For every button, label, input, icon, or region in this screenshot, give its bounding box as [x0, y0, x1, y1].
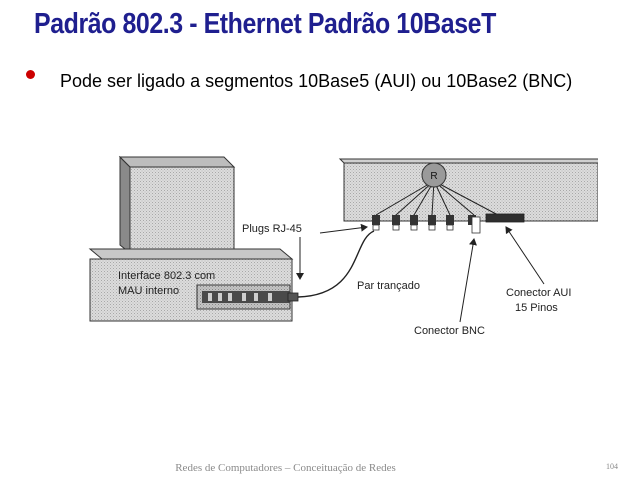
bnc-connector-label: Conector BNC — [414, 325, 485, 337]
computer-illustration — [88, 248, 299, 322]
hub-label: R — [430, 171, 437, 182]
cable-label: Par trançado — [357, 280, 420, 292]
slide-title: Padrão 802.3 - Ethernet Padrão 10BaseT — [34, 8, 496, 40]
hub-illustration — [338, 158, 598, 234]
aui-connector-label-line1: Conector AUI — [506, 287, 571, 299]
network-diagram: Interface 802.3 com MAU interno — [62, 145, 598, 350]
aui-arrow — [505, 226, 545, 285]
page-number: 104 — [606, 462, 618, 471]
interface-label-line2: MAU interno — [118, 285, 179, 297]
bullet-dot — [26, 70, 35, 79]
bullet-text: Pode ser ligado a segmentos 10Base5 (AUI… — [60, 71, 573, 91]
monitor-illustration — [118, 155, 241, 262]
plugs-rj45-label: Plugs RJ-45 — [242, 223, 302, 235]
interface-label-line1: Interface 802.3 com — [118, 270, 215, 282]
twisted-pair-cable — [297, 230, 375, 298]
bnc-arrow — [459, 238, 477, 323]
slide-footer: Redes de Computadores – Conceituação de … — [175, 462, 396, 474]
plugs-arrow-hub — [319, 223, 368, 234]
aui-connector-label-line2: 15 Pinos — [515, 302, 558, 314]
